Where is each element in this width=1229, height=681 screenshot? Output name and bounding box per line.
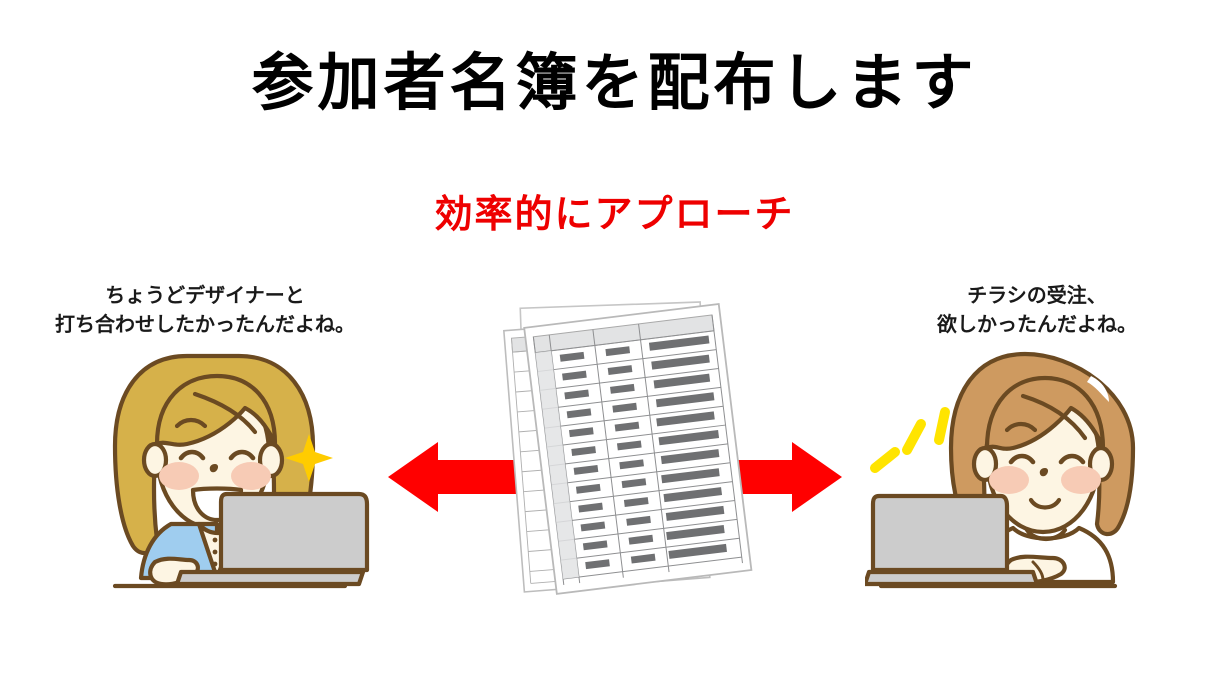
laptop-screen <box>870 493 1010 573</box>
eye-right <box>228 449 256 461</box>
page-title: 参加者名簿を配布します <box>251 49 978 118</box>
bidirectional-arrows <box>388 442 842 512</box>
nose <box>1039 468 1049 477</box>
document-sheet-front <box>523 302 753 595</box>
laptop-base <box>865 569 1040 587</box>
left-person-caption-line2: 打ち合わせしたかったんだよね。 <box>55 314 355 336</box>
page-subtitle: 効率的にアプローチ <box>434 194 795 236</box>
left-person-caption: ちょうどデザイナーと 打ち合わせしたかったんだよね。 <box>20 282 390 340</box>
clothing-neckline <box>1024 527 1068 542</box>
hair-front <box>984 375 1106 451</box>
collar-dots <box>212 537 218 567</box>
four-point-star-icon <box>285 434 333 482</box>
cheek-left <box>159 462 199 490</box>
eye-left <box>178 449 206 461</box>
right-person-caption-line2: 欲しかったんだよね。 <box>937 314 1137 336</box>
hair-strand <box>1020 393 1088 441</box>
right-person-caption-line1: チラシの受注、 <box>967 285 1107 307</box>
roster-document-stack-icon <box>502 301 753 595</box>
eyebrow-left <box>1004 421 1038 433</box>
laptop-base <box>174 569 366 587</box>
hand-detail <box>1031 560 1045 582</box>
right-person-illustration <box>865 351 1136 589</box>
left-person-caption-line1: ちょうどデザイナーと <box>105 285 305 307</box>
emphasis-lines-icon <box>870 407 950 473</box>
laptop-screen <box>218 491 370 573</box>
hair-highlight <box>1087 376 1109 402</box>
cheek-left <box>989 466 1029 494</box>
arrow-left-icon <box>388 442 540 512</box>
left-person-illustration <box>112 353 370 589</box>
table-row-content <box>559 335 727 570</box>
hair-front <box>154 373 278 447</box>
eyebrow-left <box>174 417 208 429</box>
cheek-right <box>1061 466 1101 494</box>
right-person-caption: チラシの受注、 欲しかったんだよね。 <box>862 282 1212 340</box>
mouth <box>1028 497 1062 510</box>
nose <box>209 464 219 473</box>
arrow-right-icon <box>690 442 842 512</box>
eye-right <box>1058 453 1086 465</box>
hair-strand <box>192 391 258 435</box>
cheek-right <box>231 462 271 490</box>
eye-left <box>1008 453 1036 465</box>
